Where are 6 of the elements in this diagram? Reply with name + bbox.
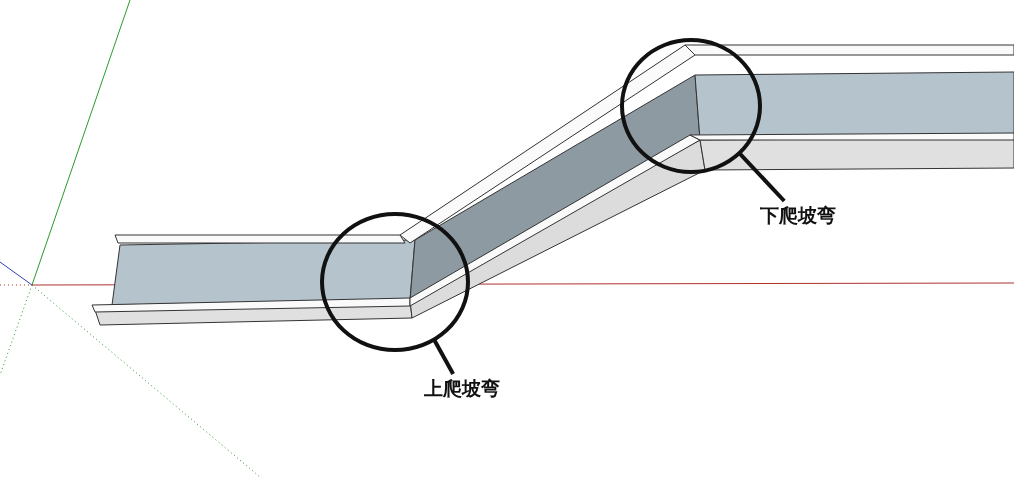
highlight-circle: [320, 212, 470, 352]
leader-line: [737, 151, 786, 203]
highlight-circle: [620, 38, 762, 174]
callout-label: 上爬坡弯: [424, 377, 500, 399]
callout-label: 下爬坡弯: [760, 204, 836, 226]
leader-line: [432, 338, 455, 375]
